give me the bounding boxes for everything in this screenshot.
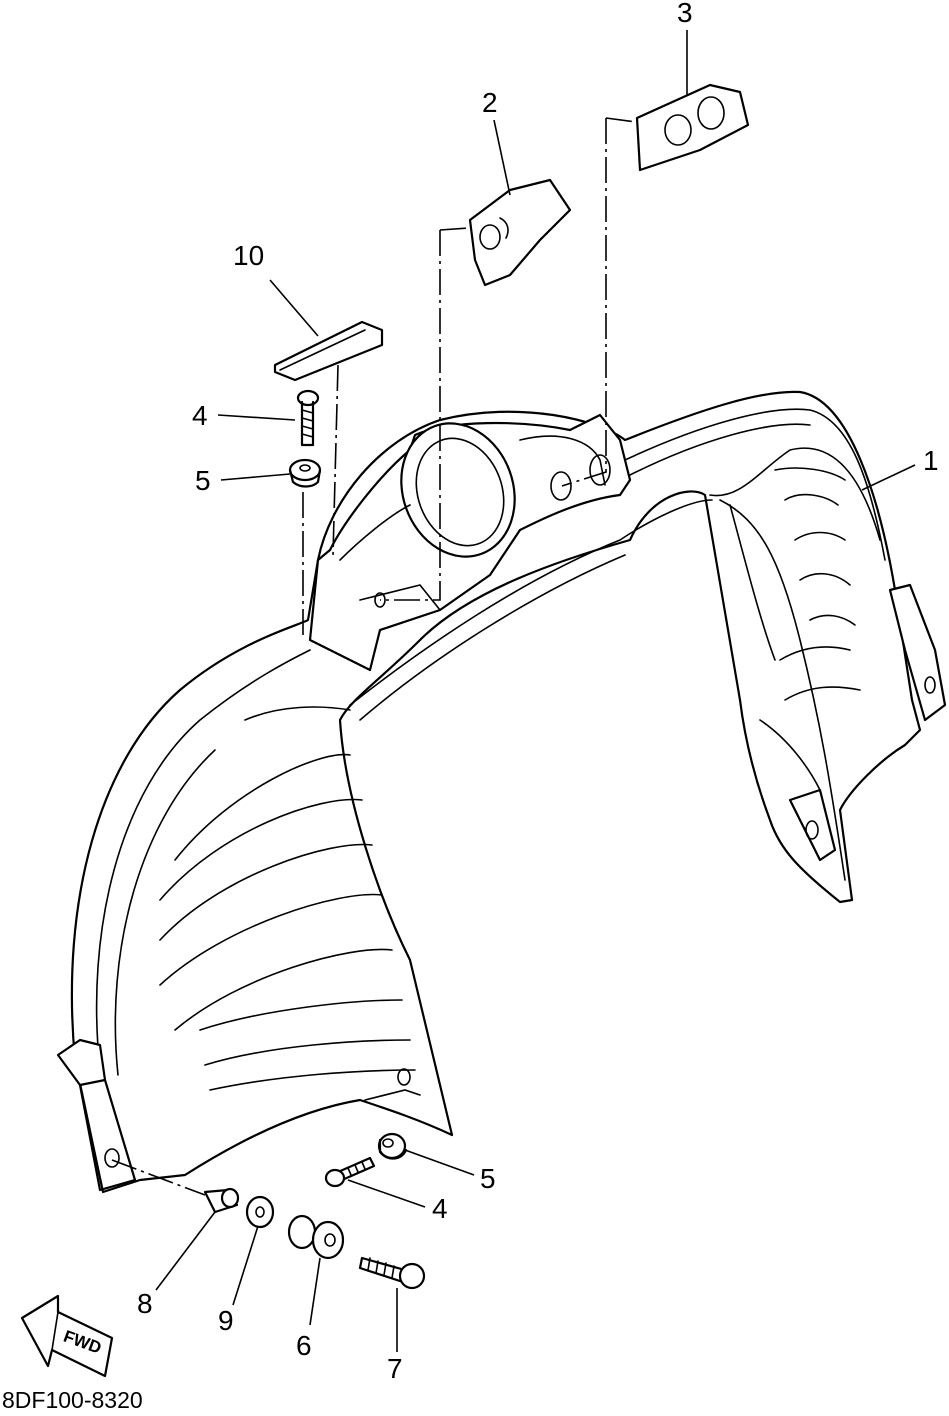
callout-6: 6 (296, 1330, 312, 1361)
callout-3: 3 (677, 0, 693, 28)
grommet-part-6 (287, 1214, 345, 1260)
screw-part-4-upper (296, 389, 320, 447)
callout-4-lower: 4 (432, 1193, 448, 1224)
headlamp-housing (308, 413, 632, 672)
callout-7: 7 (387, 1353, 403, 1384)
collar-part-8 (203, 1187, 240, 1214)
drawing-code: 8DF100-8320 (2, 1387, 143, 1413)
callout-1: 1 (923, 445, 939, 476)
grommet-part-5-upper (288, 458, 322, 488)
callout-5-lower: 5 (480, 1163, 496, 1194)
bracket-part-2 (468, 178, 572, 287)
bolt-part-7 (358, 1256, 426, 1290)
washer-part-9 (245, 1195, 275, 1229)
screw-part-4-lower (324, 1156, 376, 1188)
callout-labels: 1 2 3 4 5 10 5 4 8 9 6 7 (137, 0, 939, 1384)
rubber-strip-part-10 (273, 320, 384, 382)
assembly-lines (111, 117, 637, 1196)
fwd-direction-arrow: FWD (20, 1294, 114, 1378)
callout-4-upper: 4 (192, 400, 208, 431)
leader-lines (155, 30, 916, 1352)
callout-9: 9 (218, 1305, 234, 1336)
grommet-part-5-lower (377, 1132, 408, 1160)
front-fender-panel (56, 390, 947, 1194)
bracket-part-3 (635, 83, 750, 172)
callout-5-upper: 5 (195, 465, 211, 496)
callout-8: 8 (137, 1288, 153, 1319)
callout-10: 10 (233, 240, 264, 271)
callout-2: 2 (482, 87, 498, 118)
